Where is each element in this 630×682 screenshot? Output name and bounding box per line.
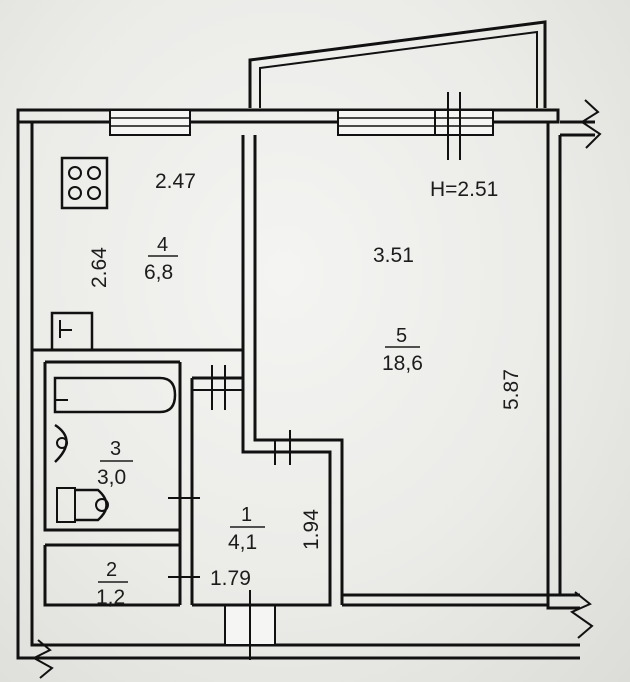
stove-icon (60, 156, 109, 210)
living-width-label: 3.51 (373, 244, 414, 267)
hall-width-label: 1.79 (210, 567, 251, 590)
kitchen-length-label: 2.64 (88, 247, 111, 288)
toilet-icon (56, 487, 109, 523)
ceiling-height-label: H=2.51 (430, 178, 498, 201)
outer-walls (16, 108, 595, 660)
balcony (248, 20, 547, 108)
bathtub-icon (53, 376, 177, 414)
room-number-hall: 1 (241, 504, 252, 526)
room-number-kitchen: 4 (157, 234, 168, 256)
kitchen-width-label: 2.47 (155, 170, 196, 193)
room-area-living: 18,6 (382, 352, 423, 375)
room-area-bathroom: 3,0 (97, 466, 126, 489)
kitchen-sink-icon (50, 311, 94, 352)
hall-length-label: 1.94 (300, 509, 323, 550)
room-number-living: 5 (396, 325, 407, 347)
room-area-wc: 1,2 (96, 586, 125, 609)
washbasin-icon (54, 423, 68, 463)
interior-walls (32, 135, 560, 607)
room-area-hall: 4,1 (228, 531, 257, 554)
room-fraction-bars (98, 255, 420, 583)
room-number-bathroom: 3 (110, 438, 121, 460)
living-length-label: 5.87 (500, 369, 523, 410)
wall-break-marks (31, 99, 602, 679)
windows (109, 92, 494, 660)
room-area-kitchen: 6,8 (144, 261, 173, 284)
room-number-wc: 2 (106, 559, 117, 581)
